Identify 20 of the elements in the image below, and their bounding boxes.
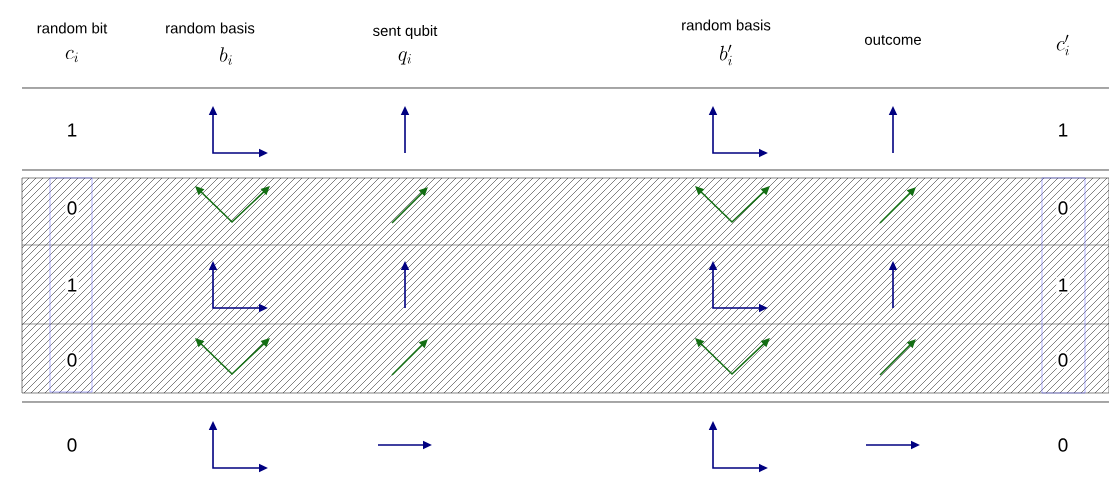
column-header: random basis <box>166 22 255 34</box>
bit-value: 1 <box>65 122 79 138</box>
bit-value: 1 <box>65 277 79 293</box>
bit-value: 1 <box>1056 277 1070 293</box>
column-symbol: $c'_i$ <box>1056 34 1069 56</box>
column-symbol: $c_i$ <box>65 49 78 63</box>
bit-value: 0 <box>65 351 79 369</box>
bit-value: 0 <box>1056 351 1070 369</box>
column-symbol: $b_i$ <box>220 47 232 65</box>
column-symbol: $b'_i$ <box>720 44 732 66</box>
bit-value: 0 <box>1056 436 1070 454</box>
bit-value: 0 <box>65 199 79 217</box>
column-header: random basis <box>682 19 771 31</box>
bit-value: 0 <box>65 436 79 454</box>
column-header: sent qubit <box>373 25 438 39</box>
column-symbol: $q_i$ <box>398 51 411 65</box>
bit-value: 0 <box>1056 199 1070 217</box>
column-header: outcome <box>864 35 921 45</box>
column-header: random bit <box>37 22 108 34</box>
bit-value: 1 <box>1056 122 1070 138</box>
